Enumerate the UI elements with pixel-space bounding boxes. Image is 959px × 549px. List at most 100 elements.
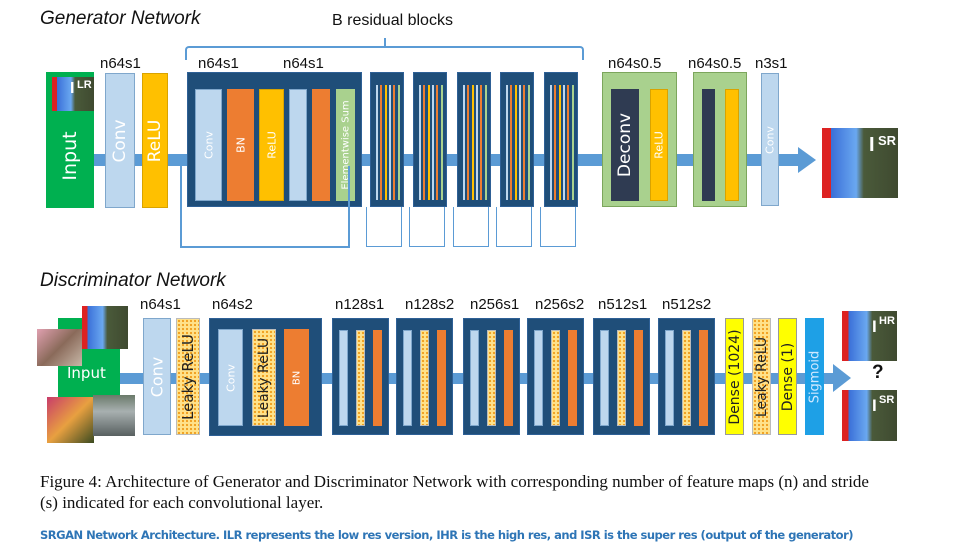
residual-blocks-label: B residual blocks [332, 12, 453, 29]
disc-block-stripe [634, 330, 643, 426]
residual-stripe [514, 85, 517, 200]
input-image-portrait [37, 329, 82, 366]
generator-arrow-icon [798, 147, 816, 173]
residual-stripe [463, 85, 465, 200]
gen-conv-text: Conv [110, 118, 130, 163]
residual-stripe [484, 85, 487, 200]
res-relu-layer: ReLU [259, 89, 284, 201]
final-conv-layer: Conv [761, 73, 779, 206]
residual-stripe [567, 85, 570, 200]
note-text: SRGAN Network Architecture. ILR represen… [40, 528, 854, 542]
residual-stripe [431, 85, 434, 200]
residual-stripe [550, 85, 552, 200]
res-conv-layer: Conv [195, 89, 222, 201]
residual-bracket [185, 46, 584, 60]
deconv-relu-text: ReLU [652, 131, 666, 159]
res-sum-layer: Elementwise Sum [336, 89, 355, 201]
skip-connection [180, 166, 350, 248]
gen-relu-text: ReLU [145, 119, 165, 162]
res-bn-layer: BN [227, 89, 254, 201]
disc-block-conv: Conv [218, 329, 243, 426]
res-conv-text: Conv [202, 131, 215, 159]
disc-block-stripe [437, 330, 446, 426]
residual-stripe [506, 85, 508, 200]
disc-block-bn-text: BN [291, 370, 302, 385]
discriminator-title: Discriminator Network [40, 270, 226, 291]
deconv1-label: n64s0.5 [608, 55, 662, 72]
dense-1024-text: Dense (1024) [726, 328, 743, 425]
residual-skip-line [496, 207, 532, 247]
final-conv-text: Conv [763, 125, 777, 154]
disc-block-stripe [699, 330, 708, 426]
disc-input-label: Input [67, 364, 106, 382]
res-conv2-label: n64s1 [283, 55, 324, 72]
deconv2-relu-layer [725, 89, 739, 201]
gen-conv1-label: n64s1 [100, 55, 141, 72]
disc-block-stripe [373, 330, 382, 426]
residual-stripe [467, 85, 470, 200]
output-sr-image: I SR [822, 128, 898, 198]
input-image-mandrill [82, 306, 128, 349]
residual-stripe [419, 85, 421, 200]
discriminator-arrow-icon [833, 364, 851, 392]
residual-stripe [397, 85, 400, 200]
gen-relu-layer: ReLU [142, 73, 168, 208]
deconv2-label: n64s0.5 [688, 55, 742, 72]
disc-block-stripe [682, 330, 691, 426]
residual-skip-line [453, 207, 489, 247]
residual-stripe [554, 85, 557, 200]
input-image-boat [93, 395, 135, 436]
isr-sup: SR [878, 133, 897, 148]
disc-label-5: n256s2 [535, 296, 585, 313]
disc-label-1: n64s2 [212, 296, 253, 313]
deconv-relu-layer: ReLU [650, 89, 668, 201]
disc-block-stripe [665, 330, 674, 426]
ihr-sup: HR [879, 315, 895, 327]
residual-stripe [510, 85, 513, 200]
input-lr-image: I LR [52, 77, 94, 111]
question-mark: ? [872, 362, 884, 383]
deconv2-layer [702, 89, 715, 201]
isr-i: I [869, 134, 875, 156]
disc-block-leaky: Leaky ReLU [252, 329, 276, 426]
residual-skip-line [540, 207, 576, 247]
residual-stripe [471, 85, 474, 200]
residual-stripe [480, 85, 483, 200]
isr2-i: I [872, 396, 877, 415]
leaky-dense-text: Leaky ReLU [753, 336, 770, 417]
residual-stripe [440, 85, 443, 200]
disc-block-stripe [551, 330, 560, 426]
disc-leaky-layer: Leaky ReLU [176, 318, 200, 435]
residual-stripe [384, 85, 387, 200]
disc-block-stripe [504, 330, 513, 426]
residual-stripe [376, 85, 378, 200]
disc-label-4: n256s1 [470, 296, 520, 313]
disc-label-3: n128s2 [405, 296, 455, 313]
residual-stripe [427, 85, 430, 200]
dense-1-layer: Dense (1) [778, 318, 797, 435]
res-bn-text: BN [234, 137, 247, 153]
output-hr-image: I HR [842, 311, 897, 361]
dense-1024-layer: Dense (1024) [725, 318, 744, 435]
sigmoid-layer: Sigmoid [805, 318, 824, 435]
res-conv2-layer [289, 89, 307, 201]
figure-caption-line1: Figure 4: Architecture of Generator and … [40, 472, 869, 491]
disc-label-0: n64s1 [140, 296, 181, 313]
figure-caption-line2: (s) indicated for each convolutional lay… [40, 493, 324, 512]
sigmoid-text: Sigmoid [807, 350, 822, 403]
disc-block-leaky-text: Leaky ReLU [256, 337, 272, 418]
res-bn2-layer [312, 89, 330, 201]
disc-block-stripe [534, 330, 543, 426]
output-sr-image-disc: I SR [842, 390, 897, 441]
residual-skip-line [366, 207, 402, 247]
residual-bracket-tick [384, 38, 386, 46]
residual-stripe [518, 85, 521, 200]
residual-stripe [558, 85, 561, 200]
disc-block-conv-text: Conv [224, 363, 237, 392]
residual-skip-line [409, 207, 445, 247]
disc-block-stripe [470, 330, 479, 426]
generator-title: Generator Network [40, 8, 201, 29]
disc-block-stripe [568, 330, 577, 426]
leaky-dense-layer: Leaky ReLU [752, 318, 771, 435]
disc-block-stripe [356, 330, 365, 426]
